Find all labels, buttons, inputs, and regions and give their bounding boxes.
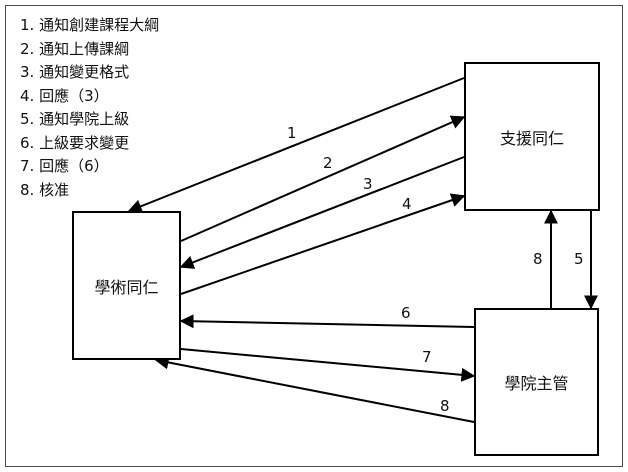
edge-1-arrow [127, 77, 465, 213]
edge-5-label: 5 [574, 250, 584, 268]
edge-8b-label: 8 [533, 250, 543, 268]
edge-1-label: 1 [287, 124, 297, 142]
edge-8a-label: 8 [440, 397, 450, 415]
legend-item: 2. 通知上傳課綱 [20, 39, 130, 58]
legend-item: 1. 通知創建課程大綱 [20, 16, 160, 34]
legend-item: 3. 通知變更格式 [20, 63, 130, 81]
edge-7-label: 7 [422, 348, 432, 366]
node-college-head: 學院主管 [474, 308, 599, 456]
legend-item: 6. 上級要求變更 [20, 133, 130, 152]
legend-item: 7. 回應（6） [20, 157, 109, 175]
edge-4-label: 4 [402, 195, 412, 213]
edge-2-label: 2 [323, 154, 333, 172]
legend-item: 8. 核准 [20, 180, 70, 199]
node-academic-staff: 學術同仁 [72, 211, 181, 360]
legend-item: 5. 通知學院上級 [20, 110, 130, 128]
node-support-staff: 支援同仁 [464, 62, 600, 211]
legend-item: 4. 回應（3） [20, 86, 109, 105]
edge-4-arrow [180, 193, 466, 295]
edge-3-arrow [179, 156, 465, 269]
edge-8a-arrow [154, 355, 475, 423]
legend: 1. 通知創建課程大綱 2. 通知上傳課綱 3. 通知變更格式 4. 回應（3）… [20, 14, 159, 202]
edge-7-arrow [180, 348, 476, 382]
diagram-frame [5, 5, 623, 467]
edge-6-label: 6 [401, 304, 411, 322]
edge-3-label: 3 [363, 175, 373, 193]
edge-2-arrow [180, 115, 466, 242]
edge-6-arrow [179, 314, 475, 329]
